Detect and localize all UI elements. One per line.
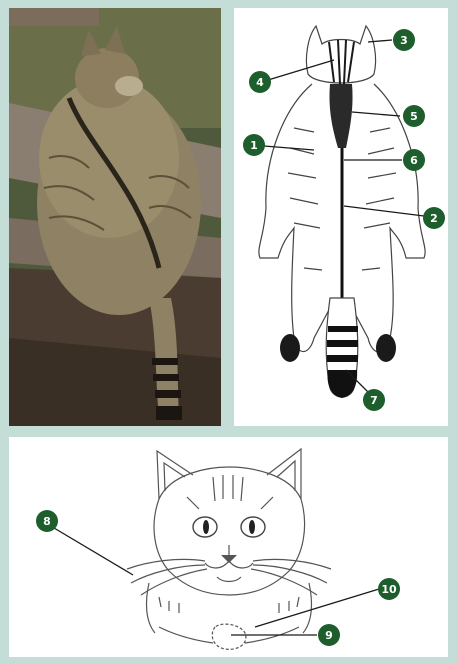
wildcat-back-drawing: 3 4 5 1 6 2 7 [234, 8, 448, 426]
marker-5: 5 [403, 105, 425, 127]
marker-3: 3 [393, 29, 415, 51]
svg-text:7: 7 [370, 394, 378, 407]
drawing-head [306, 26, 375, 83]
marker-4: 4 [249, 71, 271, 93]
neck-left [147, 583, 155, 633]
neck-right [303, 583, 311, 633]
left-paw [280, 334, 300, 362]
chest-patch [212, 624, 246, 649]
wildcat-photo [9, 8, 221, 426]
marker-6: 6 [403, 149, 425, 171]
marker-8: 8 [36, 510, 58, 532]
marker-9: 9 [318, 624, 340, 646]
svg-text:9: 9 [325, 629, 333, 642]
marker-10: 10 [378, 578, 400, 600]
svg-text:5: 5 [410, 110, 418, 123]
marker-2: 2 [423, 207, 445, 229]
svg-text:6: 6 [410, 154, 418, 167]
right-paw [376, 334, 396, 362]
svg-text:1: 1 [250, 139, 258, 152]
tail-tip [328, 370, 358, 398]
svg-text:4: 4 [256, 76, 264, 89]
svg-text:10: 10 [381, 583, 397, 596]
marker-7: 7 [363, 389, 385, 411]
neck-stripes [329, 40, 354, 84]
shoulder-marking [329, 84, 352, 148]
leader-1 [264, 146, 314, 150]
log-top [9, 8, 99, 26]
leader-4 [268, 60, 334, 80]
svg-text:3: 3 [400, 34, 408, 47]
face-eyes [193, 517, 265, 537]
marker-1: 1 [243, 134, 265, 156]
face-nose [221, 555, 237, 563]
leader-2 [344, 206, 424, 216]
leader-3 [368, 40, 392, 42]
svg-text:2: 2 [430, 212, 438, 225]
svg-text:8: 8 [43, 515, 51, 528]
face-outline [154, 467, 305, 595]
wildcat-face-drawing: 8 10 9 [9, 437, 448, 657]
leader-5 [352, 112, 400, 116]
leader-8 [49, 525, 133, 575]
